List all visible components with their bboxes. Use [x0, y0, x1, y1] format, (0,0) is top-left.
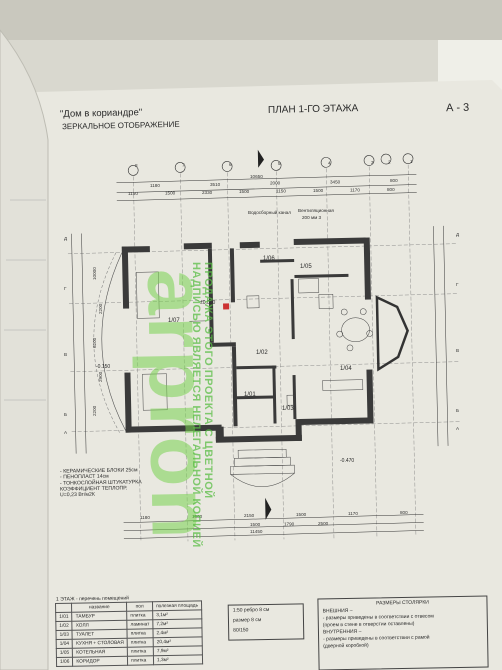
dim-top-5: 1500 [313, 188, 324, 193]
dim-top1-1: 3510 [210, 182, 221, 187]
grid-col-6: 6 [229, 162, 232, 167]
grid-row-right-4: А [456, 426, 460, 431]
dim-inner-1: 2200 [98, 303, 103, 314]
room-label-1-02: 1/02 [256, 350, 268, 356]
dim-inner-0: 10000 [92, 267, 97, 280]
plan-title: ПЛАН 1-ГО ЭТАЖА [267, 103, 359, 116]
sheet-code: А - 3 [445, 101, 470, 115]
dim-inner-3: 2900 [98, 371, 103, 382]
room-label-1-04: 1/04 [340, 366, 352, 372]
dim-top1-0: 1180 [150, 183, 160, 188]
dim-top1-4: 800 [390, 178, 398, 183]
dim-top-1: 1500 [165, 190, 176, 195]
notes-inner-line2: (дверной коробкой) [323, 642, 369, 650]
grid-col-8: 8 [135, 163, 138, 168]
grid-col-7: 7 [182, 162, 185, 167]
dim-bottom-1: 1500 [192, 514, 203, 519]
project-name: "Дом в кориандре" [59, 107, 143, 120]
dim-inner-4: 2200 [92, 405, 97, 416]
room-label-1-06: 1/06 [263, 256, 275, 262]
grid-row-left-1: Г [64, 286, 67, 291]
dim-top-3: 1500 [239, 189, 250, 194]
notes-box: РАЗМЕРЫ СТОЛЯРКИ ВНЕШНИЯ – - размеры при… [317, 595, 489, 670]
dim-top1-3: 3450 [330, 179, 341, 184]
table-cell: 1/03 [55, 630, 73, 640]
dim-bottom-5: 800 [400, 510, 408, 515]
grid-row-left-4: А [64, 430, 68, 435]
table-cell: 1/04 [56, 639, 73, 649]
table-cell: 1/06 [56, 657, 73, 667]
table-cell: плитка [127, 628, 154, 639]
table-cell: 1,3м² [153, 654, 203, 665]
grid-col-1: 1 [410, 159, 413, 164]
watermark-text: ПРОДАЖА ЭТОГО ПРОЕКТА С ЦВЕТНОЙ НАДПИСЬЮ… [190, 262, 214, 548]
dim-bottom2-1: 1790 [284, 521, 295, 526]
room-label-1-05: 1/05 [300, 264, 312, 270]
grid-col-4: 4 [328, 161, 331, 166]
dim-top-4: 1150 [276, 189, 286, 194]
grid-row-right-0: Д [456, 232, 460, 237]
dim-overall-bottom: 11450 [250, 529, 263, 534]
table-cell: плитка [127, 646, 154, 657]
dim-top-2: 2330 [202, 190, 213, 195]
table-cell: плитка [126, 610, 153, 621]
level-entry: -0.470 [340, 458, 355, 464]
scale-box: 1:50 ребро 8 см размер 8 см 80/150 [227, 603, 305, 641]
grid-row-right-2: В [456, 348, 459, 353]
dim-bottom-2: 2150 [244, 513, 255, 518]
dim-inner-2: 6200 [92, 337, 97, 348]
grid-row-left-3: Б [64, 412, 67, 417]
table-cell: 1/02 [55, 621, 73, 631]
callout-vent: Вентиляционная [298, 208, 334, 213]
room-label-1-01: 1/01 [244, 392, 256, 398]
callout-dim-note: 200 мм 3 [302, 215, 322, 220]
table-cell: КОРИДОР [72, 656, 128, 667]
dim-bottom2-2: 2500 [318, 521, 329, 526]
table-header-cell [55, 603, 73, 613]
scale-row-3: 80/150 [233, 627, 249, 634]
dim-bottom2-0: 1500 [250, 522, 261, 527]
dim-bottom-0: 1180 [140, 515, 150, 520]
dim-top-0: 1150 [128, 191, 138, 196]
table-cell: плитка [127, 655, 154, 666]
table-cell: плитка [127, 637, 154, 648]
table-header-cell: пол [126, 601, 153, 612]
room-label-1-03: 1/03 [282, 406, 294, 412]
dim-top-7: 800 [387, 187, 395, 192]
level-terrace: -0.150 [96, 364, 111, 370]
room-label-1-07: 1/07 [168, 318, 180, 324]
grid-row-right-1: Г [456, 282, 459, 287]
dim-top-6: 1170 [350, 187, 360, 192]
callout-under-stairs: Водосборный канал [248, 210, 291, 215]
table-cell: 1/01 [55, 612, 73, 622]
grid-row-left-0: Д [64, 236, 68, 241]
grid-row-left-2: В [64, 352, 67, 357]
grid-col-5: 5 [278, 161, 281, 166]
legend-line: U=0,23 Вт/м2К [59, 491, 95, 499]
dim-overall-top: 10650 [250, 174, 263, 179]
dim-top1-2: 2000 [270, 181, 281, 186]
level-main: ±0.000 [200, 300, 216, 306]
grid-col-2: 2 [388, 159, 391, 164]
dim-bottom-3: 1500 [296, 512, 307, 517]
grid-col-3: 3 [371, 160, 374, 165]
dim-bottom-4: 1170 [348, 511, 358, 516]
table-cell: 1/05 [56, 648, 73, 658]
table-cell: ламинат [126, 619, 153, 630]
grid-row-right-3: Б [456, 408, 459, 413]
